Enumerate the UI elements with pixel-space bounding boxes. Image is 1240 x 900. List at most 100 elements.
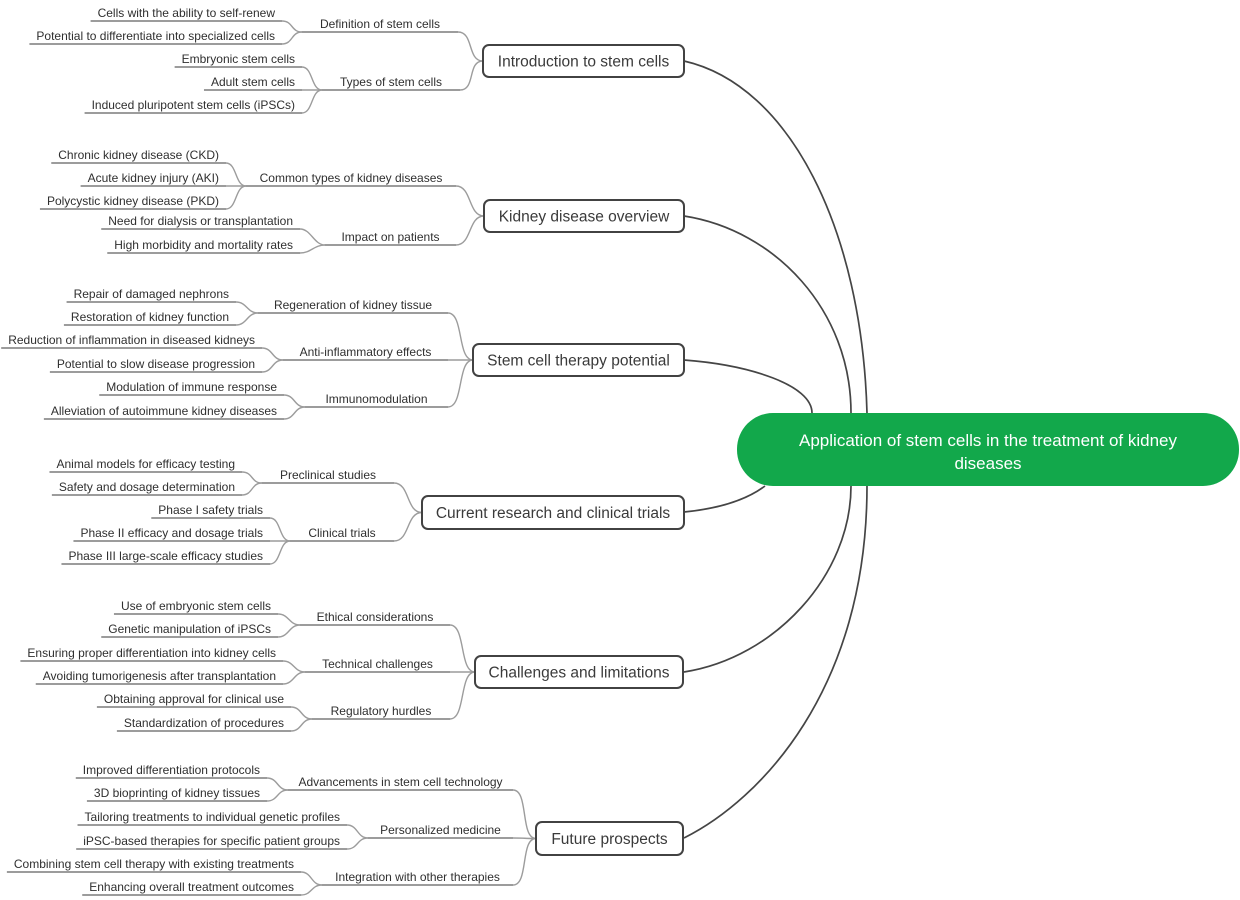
- topic-label-kidney-disease-overview[interactable]: Kidney disease overview: [499, 209, 670, 226]
- link-root-stem-cell-therapy-potential: [683, 359, 813, 414]
- leaf-induced-pluripotent-stem-cells-ipscs[interactable]: Induced pluripotent stem cells (iPSCs): [92, 98, 295, 112]
- leaf-adult-stem-cells[interactable]: Adult stem cells: [211, 75, 295, 89]
- topic-current-research-and-clinical-trials[interactable]: [421, 495, 685, 530]
- link-cells-with-the-ability-to-self-renew: [281, 20, 303, 33]
- leaf-standardization-of-procedures[interactable]: Standardization of procedures: [124, 716, 284, 730]
- link-phase-iii-large-scale-efficacy-studies: [269, 540, 291, 565]
- leaf-modulation-of-immune-response[interactable]: Modulation of immune response: [106, 380, 277, 394]
- leaf-enhancing-overall-treatment-outcomes[interactable]: Enhancing overall treatment outcomes: [89, 880, 294, 894]
- leaf-ensuring-proper-differentiation-into-kidney-cells[interactable]: Ensuring proper differentiation into kid…: [27, 646, 276, 660]
- topic-label-introduction-to-stem-cells[interactable]: Introduction to stem cells: [498, 54, 670, 71]
- link-restoration-of-kidney-function: [235, 312, 259, 326]
- sub-advancements-in-stem-cell-technology[interactable]: Advancements in stem cell technology: [298, 775, 502, 789]
- link-definition-of-stem-cells: [457, 31, 484, 62]
- leaf-genetic-manipulation-of-ipscs[interactable]: Genetic manipulation of iPSCs: [108, 622, 271, 636]
- link-3d-bioprinting-of-kidney-tissues: [266, 789, 289, 802]
- sub-personalized-medicine[interactable]: Personalized medicine: [380, 823, 501, 837]
- topic-introduction-to-stem-cells[interactable]: [482, 44, 685, 78]
- topic-stem-cell-therapy-potential[interactable]: [472, 343, 685, 377]
- leaf-potential-to-slow-disease-progression[interactable]: Potential to slow disease progression: [57, 357, 255, 371]
- link-root-kidney-disease-overview: [683, 215, 852, 414]
- root-node[interactable]: [737, 413, 1239, 486]
- leaf-safety-and-dosage-determination[interactable]: Safety and dosage determination: [59, 480, 235, 494]
- sub-preclinical-studies[interactable]: Preclinical studies: [280, 468, 376, 482]
- sub-common-types-of-kidney-diseases[interactable]: Common types of kidney diseases: [260, 171, 443, 185]
- leaf-high-morbidity-and-mortality-rates[interactable]: High morbidity and mortality rates: [114, 238, 293, 252]
- topic-kidney-disease-overview[interactable]: [483, 199, 685, 233]
- leaf-reduction-of-inflammation-in-diseased-kidneys[interactable]: Reduction of inflammation in diseased ki…: [8, 333, 255, 347]
- leaf-phase-iii-large-scale-efficacy-studies[interactable]: Phase III large-scale efficacy studies: [68, 549, 263, 563]
- leaf-embryonic-stem-cells[interactable]: Embryonic stem cells: [182, 52, 295, 66]
- link-repair-of-damaged-nephrons: [235, 301, 259, 314]
- link-chronic-kidney-disease-ckd: [225, 162, 247, 187]
- leaf-alleviation-of-autoimmune-kidney-diseases[interactable]: Alleviation of autoimmune kidney disease…: [51, 404, 277, 418]
- leaf-3d-bioprinting-of-kidney-tissues[interactable]: 3D bioprinting of kidney tissues: [94, 786, 260, 800]
- root-node-label-line1[interactable]: Application of stem cells in the treatme…: [799, 431, 1177, 450]
- sub-integration-with-other-therapies[interactable]: Integration with other therapies: [335, 870, 500, 884]
- sub-ethical-considerations[interactable]: Ethical considerations: [317, 610, 434, 624]
- leaf-cells-with-the-ability-to-self-renew[interactable]: Cells with the ability to self-renew: [98, 6, 276, 20]
- link-enhancing-overall-treatment-outcomes: [300, 884, 323, 896]
- link-improved-differentiation-protocols: [266, 777, 289, 791]
- link-induced-pluripotent-stem-cells-ipscs: [301, 89, 323, 114]
- link-advancements-in-stem-cell-technology: [512, 789, 537, 840]
- link-root-future-prospects: [683, 485, 868, 839]
- leaf-restoration-of-kidney-function[interactable]: Restoration of kidney function: [71, 310, 229, 324]
- topic-label-stem-cell-therapy-potential[interactable]: Stem cell therapy potential: [487, 353, 670, 370]
- link-reduction-of-inflammation-in-diseased-kidneys: [261, 347, 284, 361]
- topic-label-challenges-and-limitations[interactable]: Challenges and limitations: [489, 665, 670, 682]
- sub-impact-on-patients[interactable]: Impact on patients: [341, 230, 439, 244]
- link-regeneration-of-kidney-tissue: [447, 312, 474, 361]
- link-need-for-dialysis-or-transplantation: [299, 228, 326, 246]
- topic-label-current-research-and-clinical-trials[interactable]: Current research and clinical trials: [436, 505, 671, 522]
- link-integration-with-other-therapies: [512, 837, 537, 886]
- leaf-phase-i-safety-trials[interactable]: Phase I safety trials: [158, 503, 263, 517]
- link-clinical-trials: [393, 511, 423, 542]
- leaf-potential-to-differentiate-into-specialized-cells[interactable]: Potential to differentiate into speciali…: [36, 29, 275, 43]
- topic-label-future-prospects[interactable]: Future prospects: [551, 831, 668, 848]
- link-animal-models-for-efficacy-testing: [241, 471, 263, 484]
- link-polycystic-kidney-disease-pkd: [225, 185, 247, 210]
- sub-definition-of-stem-cells[interactable]: Definition of stem cells: [320, 17, 440, 31]
- root-node-label-line2[interactable]: diseases: [954, 454, 1021, 473]
- link-impact-on-patients: [455, 215, 485, 246]
- leaf-ipsc-based-therapies-for-specific-patient-groups[interactable]: iPSC-based therapies for specific patien…: [83, 834, 340, 848]
- link-standardization-of-procedures: [290, 718, 313, 732]
- leaf-animal-models-for-efficacy-testing[interactable]: Animal models for efficacy testing: [56, 457, 235, 471]
- link-genetic-manipulation-of-ipscs: [277, 624, 301, 638]
- leaf-chronic-kidney-disease-ckd[interactable]: Chronic kidney disease (CKD): [58, 148, 219, 162]
- link-modulation-of-immune-response: [283, 394, 306, 408]
- leaf-polycystic-kidney-disease-pkd[interactable]: Polycystic kidney disease (PKD): [47, 194, 219, 208]
- sub-immunomodulation[interactable]: Immunomodulation: [325, 392, 427, 406]
- link-root-challenges-and-limitations: [683, 485, 852, 673]
- sub-anti-inflammatory-effects[interactable]: Anti-inflammatory effects: [300, 345, 432, 359]
- leaf-phase-ii-efficacy-and-dosage-trials[interactable]: Phase II efficacy and dosage trials: [80, 526, 263, 540]
- leaf-obtaining-approval-for-clinical-use[interactable]: Obtaining approval for clinical use: [104, 692, 284, 706]
- link-potential-to-slow-disease-progression: [261, 359, 284, 373]
- leaf-tailoring-treatments-to-individual-genetic-profiles[interactable]: Tailoring treatments to individual genet…: [85, 810, 340, 824]
- leaf-improved-differentiation-protocols[interactable]: Improved differentiation protocols: [83, 763, 260, 777]
- sub-regeneration-of-kidney-tissue[interactable]: Regeneration of kidney tissue: [274, 298, 432, 312]
- link-immunomodulation: [447, 359, 474, 408]
- sub-technical-challenges[interactable]: Technical challenges: [322, 657, 433, 671]
- link-use-of-embryonic-stem-cells: [277, 613, 301, 626]
- sub-regulatory-hurdles[interactable]: Regulatory hurdles: [331, 704, 432, 718]
- leaf-repair-of-damaged-nephrons[interactable]: Repair of damaged nephrons: [74, 287, 229, 301]
- link-combining-stem-cell-therapy-with-existing-treatments: [300, 871, 323, 886]
- link-obtaining-approval-for-clinical-use: [290, 706, 313, 720]
- sub-types-of-stem-cells[interactable]: Types of stem cells: [340, 75, 442, 89]
- leaf-avoiding-tumorigenesis-after-transplantation[interactable]: Avoiding tumorigenesis after transplanta…: [43, 669, 276, 683]
- leaf-need-for-dialysis-or-transplantation[interactable]: Need for dialysis or transplantation: [108, 214, 293, 228]
- link-tailoring-treatments-to-individual-genetic-profiles: [346, 824, 369, 839]
- leaf-use-of-embryonic-stem-cells[interactable]: Use of embryonic stem cells: [121, 599, 271, 613]
- topic-challenges-and-limitations[interactable]: [474, 655, 684, 689]
- link-high-morbidity-and-mortality-rates: [299, 244, 326, 254]
- sub-clinical-trials[interactable]: Clinical trials: [308, 526, 375, 540]
- leaf-acute-kidney-injury-aki[interactable]: Acute kidney injury (AKI): [88, 171, 219, 185]
- leaf-combining-stem-cell-therapy-with-existing-treatments[interactable]: Combining stem cell therapy with existin…: [14, 857, 294, 871]
- link-root-introduction-to-stem-cells: [683, 60, 868, 414]
- topic-future-prospects[interactable]: [535, 821, 684, 856]
- link-preclinical-studies: [393, 482, 423, 514]
- link-safety-and-dosage-determination: [241, 482, 263, 496]
